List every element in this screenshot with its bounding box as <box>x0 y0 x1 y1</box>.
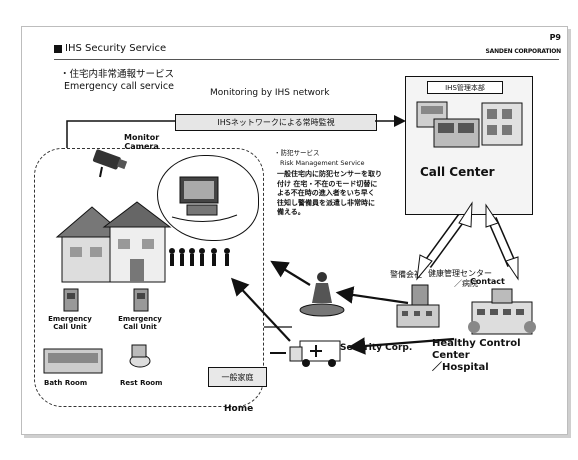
contact-arrow-left <box>417 203 472 279</box>
hospital-icon <box>468 289 536 334</box>
guard-icon <box>300 272 344 316</box>
server-icon <box>482 103 522 145</box>
switchboard-icon <box>417 102 479 147</box>
building-icon <box>397 285 439 327</box>
hospital-to-ambulance-arrow <box>352 339 454 347</box>
computer-icon <box>172 177 237 222</box>
hospital-to-home-arrow <box>234 281 290 341</box>
diagram-graphics <box>22 27 567 434</box>
emergency-unit-rest-icon <box>134 289 148 311</box>
security-to-guard-arrow <box>340 293 408 303</box>
bathtub-icon <box>44 349 102 373</box>
toilet-icon <box>130 345 150 367</box>
monitor-camera-icon <box>92 149 127 177</box>
guard-to-home-arrow <box>274 263 310 285</box>
slide: P9 SANDEN CORPORATION IHS Security Servi… <box>21 26 568 435</box>
house-icon <box>57 202 170 282</box>
ambulance-icon <box>290 341 340 367</box>
people-icon <box>169 248 230 266</box>
network-line <box>67 121 175 148</box>
emergency-unit-bath-icon <box>64 289 78 311</box>
contact-arrow-right <box>486 205 518 279</box>
